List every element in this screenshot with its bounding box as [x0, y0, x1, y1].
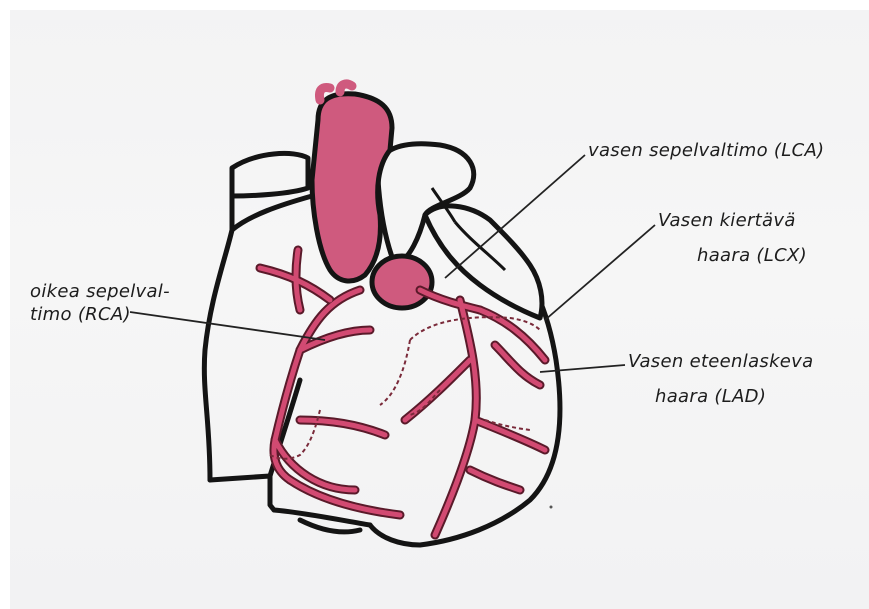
- label-rca-line1: oikea sepelval-: [30, 281, 170, 302]
- rca-leader: [130, 312, 325, 340]
- superior-vena-cava: [232, 153, 308, 230]
- label-lad-line1: Vasen eteenlaskeva: [628, 351, 813, 372]
- lad-leader: [540, 365, 625, 372]
- label-lad-line2: haara (LAD): [655, 386, 766, 407]
- left-border: [0, 0, 10, 609]
- top-border: [0, 0, 869, 10]
- label-lcx-line1: Vasen kiertävä: [658, 210, 796, 231]
- lcx-leader: [545, 225, 655, 320]
- label-lcx-line2: haara (LCX): [697, 245, 807, 266]
- pencil-dot: [550, 506, 553, 509]
- label-rca-line2: timo (RCA): [30, 304, 131, 325]
- label-lca: vasen sepelvaltimo (LCA): [588, 140, 824, 161]
